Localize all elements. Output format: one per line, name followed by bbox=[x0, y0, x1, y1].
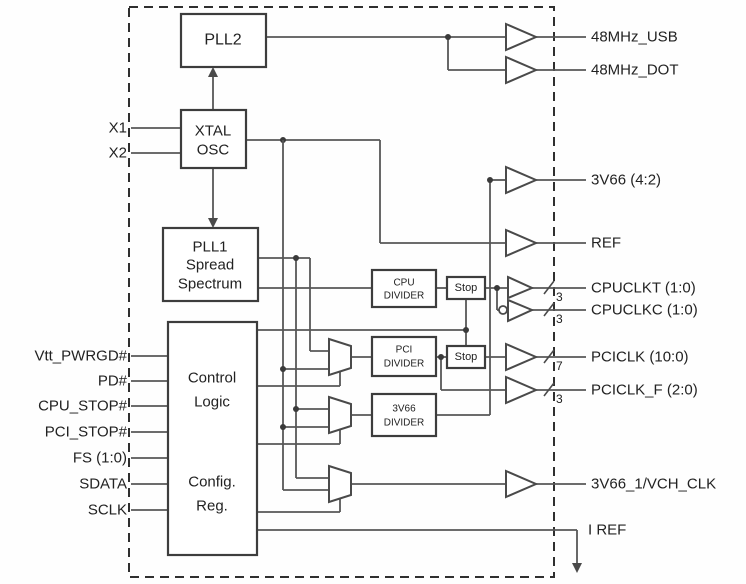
control-label-line1: Control bbox=[188, 370, 236, 387]
bus-slash-cpuclkc bbox=[543, 302, 555, 317]
3v66-divider-box bbox=[370, 392, 438, 438]
bus-width-marks: 3 3 7 3 bbox=[543, 280, 563, 406]
pin-label-x2: X2 bbox=[109, 145, 127, 162]
pll1-label-line3: Spectrum bbox=[178, 276, 242, 293]
bus-slash-cpuclkt bbox=[543, 280, 555, 295]
pin-label-pci-stop: PCI_STOP# bbox=[45, 424, 128, 441]
control-label-line2: Logic bbox=[194, 394, 230, 411]
bus-width-pciclk: 7 bbox=[556, 359, 563, 373]
pci-divider-label-line2: DIVIDER bbox=[384, 359, 425, 370]
mux-pci-icon bbox=[328, 337, 352, 377]
wire-control-to-mux3 bbox=[257, 499, 341, 513]
pin-label-vch: 3V66_1/VCH_CLK bbox=[591, 476, 716, 493]
pll2-label: PLL2 bbox=[204, 32, 241, 49]
pin-label-3v66: 3V66 (4:2) bbox=[591, 172, 661, 189]
wire-control-inputs bbox=[131, 355, 168, 511]
wire-control-to-mux1 bbox=[257, 372, 341, 387]
pin-label-sdata: SDATA bbox=[79, 476, 127, 493]
wire-xtal-to-pll2 bbox=[208, 67, 218, 110]
pin-label-ref: REF bbox=[591, 235, 621, 252]
wire-control-to-stops bbox=[257, 299, 469, 346]
chip-boundary bbox=[128, 6, 555, 578]
pll1-label-line2: Spread bbox=[186, 257, 234, 274]
cpu-divider-block: CPU DIVIDER bbox=[370, 268, 438, 309]
config-label-line2: Reg. bbox=[196, 498, 228, 515]
bus-width-cpuclkc: 3 bbox=[556, 312, 563, 326]
inverter-bubble-icon bbox=[498, 305, 508, 315]
pll2-box bbox=[179, 12, 268, 69]
bus-slash-pciclk-f bbox=[543, 382, 555, 397]
cpu-stop-label: Stop bbox=[455, 282, 478, 294]
cpu-divider-label-line1: CPU bbox=[393, 278, 414, 289]
buffer-vch-icon bbox=[505, 469, 539, 499]
cpu-stop-block: Stop bbox=[445, 275, 487, 301]
pin-label-pciclk-f: PCICLK_F (2:0) bbox=[591, 382, 698, 399]
buffer-usb-icon bbox=[505, 22, 539, 52]
pin-label-iref: I REF bbox=[588, 522, 626, 539]
pin-label-x1: X1 bbox=[109, 120, 127, 137]
pin-label-48mhz-usb: 48MHz_USB bbox=[591, 29, 678, 46]
arrow-up-icon bbox=[208, 67, 218, 77]
pin-label-48mhz-dot: 48MHz_DOT bbox=[591, 62, 679, 79]
bus-width-cpuclkt: 3 bbox=[556, 290, 563, 304]
pci-divider-label-line1: PCI bbox=[396, 345, 413, 356]
iref-arrow-down-icon bbox=[572, 563, 582, 573]
wire-output-stubs bbox=[532, 36, 586, 485]
3v66-divider-block: 3V66 DIVIDER bbox=[370, 392, 438, 438]
buffer-pciclk-f-icon bbox=[505, 375, 539, 405]
xtal-label-line2: OSC bbox=[197, 142, 230, 159]
pin-label-pd: PD# bbox=[98, 373, 128, 390]
buffer-dot-icon bbox=[505, 55, 539, 85]
arrow-down-icon bbox=[208, 218, 218, 228]
3v66-divider-label-line2: DIVIDER bbox=[384, 418, 425, 429]
pin-label-vtt-pwrgd: Vtt_PWRGD# bbox=[34, 348, 127, 365]
pci-stop-block: Stop bbox=[445, 344, 487, 370]
bus-slash-pciclk bbox=[543, 349, 555, 364]
wire-pci-clock-chain bbox=[351, 354, 506, 391]
buffer-cpuclkc-icon bbox=[507, 298, 535, 323]
output-pin-labels: 48MHz_USB 48MHz_DOT 3V66 (4:2) REF CPUCL… bbox=[588, 29, 716, 539]
cpu-divider-label-line2: DIVIDER bbox=[384, 291, 425, 302]
mux-3v66-icon bbox=[328, 395, 352, 435]
pin-label-fs: FS (1:0) bbox=[73, 450, 127, 467]
mux-vch-icon bbox=[328, 464, 352, 504]
wire-ref-clock-bus bbox=[280, 140, 329, 491]
pin-label-pciclk: PCICLK (10:0) bbox=[591, 349, 689, 366]
pll1-label-line1: PLL1 bbox=[192, 239, 227, 256]
3v66-divider-label-line1: 3V66 bbox=[392, 404, 416, 415]
control-logic-box bbox=[166, 320, 259, 557]
pci-stop-box bbox=[445, 344, 487, 370]
bus-width-pciclk-f: 3 bbox=[556, 392, 563, 406]
cpu-divider-box bbox=[370, 268, 438, 309]
buffer-ref-icon bbox=[505, 228, 539, 258]
pll2-block: PLL2 bbox=[179, 12, 268, 69]
pin-label-cpu-stop: CPU_STOP# bbox=[38, 398, 128, 415]
input-pin-labels: X1 X2 Vtt_PWRGD# PD# CPU_STOP# PCI_STOP#… bbox=[34, 120, 127, 519]
pin-label-sclk: SCLK bbox=[88, 502, 127, 519]
buffer-3v66-icon bbox=[505, 165, 539, 195]
wire-control-to-mux2 bbox=[257, 430, 341, 445]
pci-stop-label: Stop bbox=[455, 351, 478, 363]
control-logic-block: Control Logic Config. Reg. bbox=[166, 320, 259, 557]
wire-xtal-to-ref bbox=[246, 137, 506, 244]
wire-3v66-clock-chain bbox=[351, 177, 506, 416]
xtal-osc-box bbox=[179, 108, 248, 170]
pll1-box bbox=[161, 226, 260, 303]
cpu-stop-box bbox=[445, 275, 487, 301]
pll1-block: PLL1 Spread Spectrum bbox=[161, 226, 260, 303]
pin-label-cpuclkc: CPUCLKC (1:0) bbox=[591, 302, 698, 319]
pci-divider-block: PCI DIVIDER bbox=[370, 335, 438, 378]
wire-xtal-to-pll1 bbox=[208, 168, 218, 228]
pin-label-cpuclkt: CPUCLKT (1:0) bbox=[591, 280, 696, 297]
wire-pll1-3v66-bus bbox=[258, 255, 329, 479]
wire-iref bbox=[257, 529, 582, 573]
config-label-line1: Config. bbox=[188, 474, 236, 491]
buffer-pciclk-icon bbox=[505, 342, 539, 372]
pci-divider-box bbox=[370, 335, 438, 378]
wire-pll2-to-usb-dot bbox=[266, 34, 506, 71]
buffer-cpuclkt-icon bbox=[507, 275, 535, 300]
xtal-osc-block: XTAL OSC bbox=[179, 108, 248, 170]
xtal-label-line1: XTAL bbox=[195, 123, 231, 140]
